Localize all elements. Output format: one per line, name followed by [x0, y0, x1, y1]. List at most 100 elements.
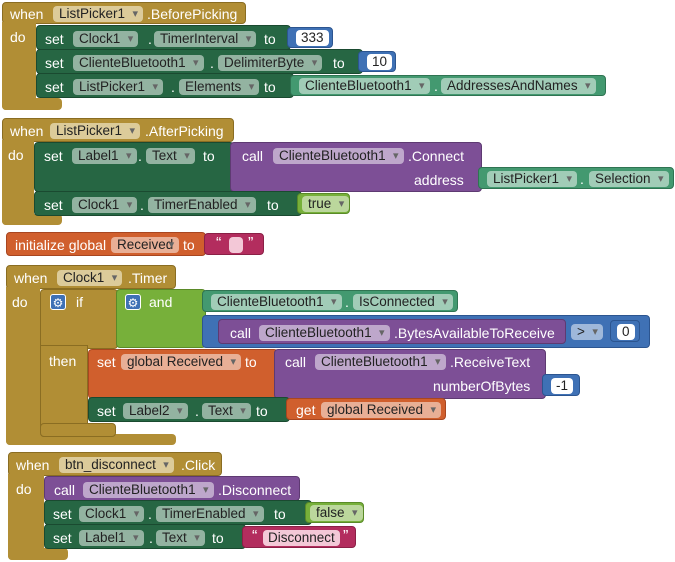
set-block-label2-text[interactable]: set Label2 . Text to: [88, 397, 290, 422]
event-block-listpicker1-afterpicking[interactable]: when ListPicker1 .AfterPicking: [2, 118, 234, 142]
call-block-clientebluetooth1-connect[interactable]: call ClienteBluetooth1 .Connect address: [230, 142, 482, 192]
quote-open: “: [216, 235, 222, 252]
text-value[interactable]: Disconnect: [263, 530, 340, 546]
property-dropdown[interactable]: TimerInterval: [154, 31, 257, 47]
variable-dropdown[interactable]: global Received: [321, 402, 442, 418]
do-keyword: do: [8, 147, 24, 163]
component-dropdown[interactable]: Label1: [72, 148, 137, 164]
property-dropdown[interactable]: TimerEnabled: [156, 506, 264, 522]
event-block-btn-disconnect-click[interactable]: when btn_disconnect .Click: [8, 452, 222, 476]
property-dropdown[interactable]: AddressesAndNames: [441, 78, 596, 94]
text-block-disconnect[interactable]: “ Disconnect ”: [242, 526, 356, 548]
initialize-global-block[interactable]: initialize global Received to: [6, 232, 206, 256]
component-dropdown[interactable]: ListPicker1: [73, 79, 164, 95]
set-global-received-block[interactable]: set global Received to: [88, 349, 278, 399]
component-dropdown[interactable]: ClienteBluetooth1: [259, 325, 390, 341]
property-dropdown[interactable]: Text: [146, 148, 195, 164]
number-block[interactable]: 333: [287, 27, 333, 48]
get-keyword: get: [296, 402, 316, 418]
when-keyword: when: [14, 270, 48, 286]
component-dropdown[interactable]: btn_disconnect: [59, 457, 174, 473]
event-block-listpicker1-beforepicking[interactable]: when ListPicker1 .BeforePicking: [2, 2, 246, 24]
param-label: address: [414, 172, 464, 188]
component-dropdown[interactable]: ClienteBluetooth1: [83, 482, 214, 498]
boolean-dropdown[interactable]: true: [302, 196, 350, 212]
operator-dropdown[interactable]: >: [571, 324, 603, 340]
event-body-left: [8, 474, 44, 560]
component-dropdown[interactable]: ListPicker1: [487, 171, 578, 187]
set-block-clock1-timerenabled[interactable]: set Clock1 . TimerEnabled to: [44, 500, 312, 525]
call-keyword: call: [242, 148, 264, 164]
component-dropdown[interactable]: ListPicker1: [53, 6, 144, 22]
number-block[interactable]: 0: [610, 320, 640, 342]
set-block-clock1-timerenabled[interactable]: set Clock1 . TimerEnabled to: [34, 191, 302, 216]
set-block-clock1-timerinterval[interactable]: set Clock1 . TimerInterval to: [36, 25, 291, 50]
when-keyword: when: [10, 6, 44, 22]
empty-text-block[interactable]: “ ”: [204, 233, 264, 255]
if-then-block[interactable]: ⚙ if: [40, 289, 118, 349]
variable-name-field[interactable]: Received: [111, 237, 180, 253]
set-block-label1-text[interactable]: set Label1 . Text to: [34, 142, 234, 192]
property-dropdown[interactable]: TimerEnabled: [148, 197, 256, 213]
dot-separator: .: [148, 31, 152, 47]
gear-icon[interactable]: ⚙: [50, 294, 66, 310]
component-dropdown[interactable]: ClienteBluetooth1: [315, 354, 446, 370]
boolean-block[interactable]: false: [305, 502, 364, 523]
event-block-clock1-timer[interactable]: when Clock1 .Timer: [6, 265, 176, 289]
component-dropdown[interactable]: ListPicker1: [50, 123, 141, 139]
do-keyword: do: [16, 481, 32, 497]
dot-separator: .: [148, 506, 152, 522]
set-block-clientebluetooth1-delimiterbyte[interactable]: set ClienteBluetooth1 . DelimiterByte to: [36, 49, 363, 74]
boolean-block[interactable]: true: [297, 193, 350, 214]
event-name: .Timer: [128, 270, 168, 286]
property-getter-block[interactable]: ClienteBluetooth1 . AddressesAndNames: [290, 75, 606, 96]
component-dropdown[interactable]: Clock1: [73, 31, 139, 47]
component-dropdown[interactable]: ClienteBluetooth1: [299, 78, 430, 94]
to-keyword: to: [256, 403, 268, 419]
quote-open: “: [252, 528, 258, 545]
number-block[interactable]: 10: [358, 51, 396, 72]
call-keyword: call: [285, 354, 307, 370]
call-keyword: call: [54, 482, 76, 498]
number-value[interactable]: 333: [296, 30, 329, 46]
number-block[interactable]: -1: [542, 374, 580, 396]
event-body-left: [2, 140, 34, 225]
gear-icon[interactable]: ⚙: [125, 294, 141, 310]
text-value[interactable]: [229, 237, 243, 253]
to-keyword: to: [212, 530, 224, 546]
property-dropdown[interactable]: Text: [156, 530, 205, 546]
number-value[interactable]: -1: [551, 378, 574, 394]
component-dropdown[interactable]: ClienteBluetooth1: [73, 55, 204, 71]
property-dropdown[interactable]: IsConnected: [353, 294, 453, 310]
component-dropdown[interactable]: ClienteBluetooth1: [273, 148, 404, 164]
property-getter-block[interactable]: ClienteBluetooth1 . IsConnected: [202, 290, 458, 312]
get-global-received-block[interactable]: get global Received: [286, 398, 446, 420]
component-dropdown[interactable]: Clock1: [72, 197, 138, 213]
component-dropdown[interactable]: ClienteBluetooth1: [211, 294, 342, 310]
call-block-clientebluetooth1-disconnect[interactable]: call ClienteBluetooth1 .Disconnect: [44, 476, 300, 501]
number-value[interactable]: 10: [367, 54, 393, 70]
set-keyword: set: [44, 197, 63, 213]
call-block-clientebluetooth1-receivetext[interactable]: call ClienteBluetooth1 .ReceiveText numb…: [274, 349, 546, 399]
variable-dropdown[interactable]: global Received: [121, 354, 242, 370]
dot-separator: .: [138, 148, 142, 164]
call-block-clientebluetooth1-bytesavailable[interactable]: call ClienteBluetooth1 .BytesAvailableTo…: [218, 319, 566, 344]
quote-close: ”: [248, 235, 254, 252]
component-dropdown[interactable]: Clock1: [57, 270, 123, 286]
property-dropdown[interactable]: Selection: [589, 171, 669, 187]
boolean-dropdown[interactable]: false: [310, 505, 363, 521]
to-keyword: to: [245, 354, 257, 370]
number-value[interactable]: 0: [617, 324, 635, 340]
and-block[interactable]: ⚙ and: [116, 289, 206, 348]
component-dropdown[interactable]: Label2: [123, 403, 188, 419]
property-dropdown[interactable]: Text: [202, 403, 251, 419]
property-dropdown[interactable]: DelimiterByte: [218, 55, 323, 71]
set-block-listpicker1-elements[interactable]: set ListPicker1 . Elements to: [36, 73, 294, 98]
component-dropdown[interactable]: Clock1: [79, 506, 145, 522]
property-getter-block[interactable]: ListPicker1 . Selection: [478, 167, 674, 189]
set-block-label1-text[interactable]: set Label1 . Text to: [44, 524, 246, 549]
event-body-bottom: [6, 434, 176, 445]
component-dropdown[interactable]: Label1: [79, 530, 144, 546]
property-dropdown[interactable]: Elements: [179, 79, 260, 95]
when-keyword: when: [10, 123, 44, 139]
